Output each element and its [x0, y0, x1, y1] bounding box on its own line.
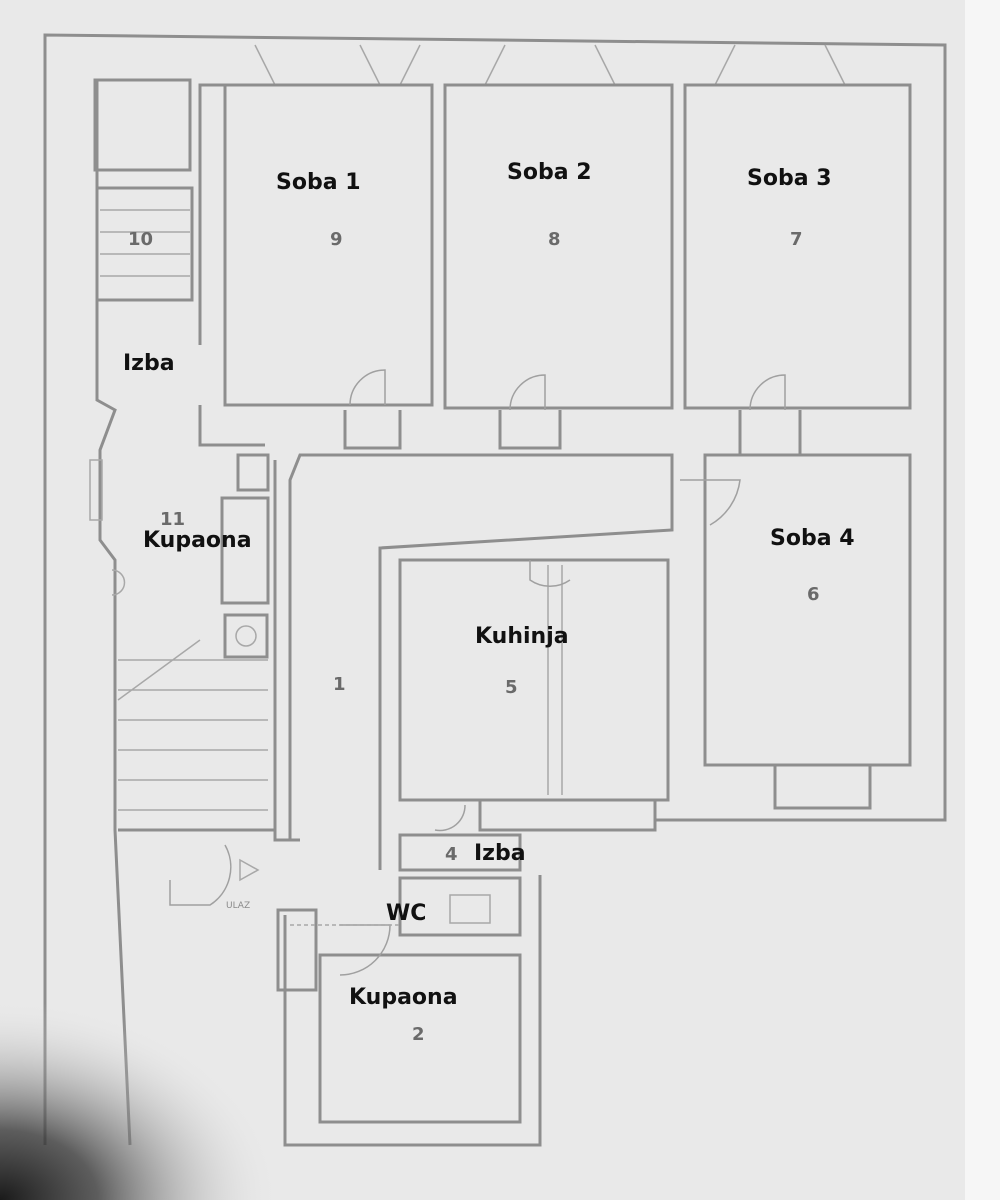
label-kuhinja: Kuhinja [475, 624, 569, 649]
label-soba-4: Soba 4 [770, 526, 855, 551]
label-soba-2: Soba 2 [507, 160, 592, 185]
label-soba-1: Soba 1 [276, 170, 361, 195]
room-number-1: 1 [333, 674, 346, 695]
walls [43, 33, 947, 1147]
label-soba-3: Soba 3 [747, 166, 832, 191]
room-number-5: 5 [505, 677, 518, 698]
label-izba-4: Izba [474, 841, 526, 866]
label-kupaona-2: Kupaona [349, 985, 458, 1010]
label-izba-10: Izba [123, 351, 175, 376]
label-kupaona-11: Kupaona [143, 528, 252, 553]
room-number-2: 2 [412, 1024, 425, 1045]
room-labels: Soba 1 Soba 2 Soba 3 Soba 4 Kuhinja Izba… [123, 160, 855, 1010]
photo-shadow [0, 1000, 280, 1200]
room-number-11: 11 [160, 509, 185, 530]
room-number-4: 4 [445, 844, 458, 865]
room-number-8: 8 [548, 229, 561, 250]
entrance-label: ULAZ [226, 901, 250, 911]
room-number-6: 6 [807, 584, 820, 605]
label-wc: WC [386, 901, 426, 926]
room-number-7: 7 [790, 229, 803, 250]
room-numbers: 9 8 7 6 5 4 2 11 10 1 ULAZ [128, 229, 820, 1045]
room-number-9: 9 [330, 229, 343, 250]
room-number-10: 10 [128, 229, 153, 250]
